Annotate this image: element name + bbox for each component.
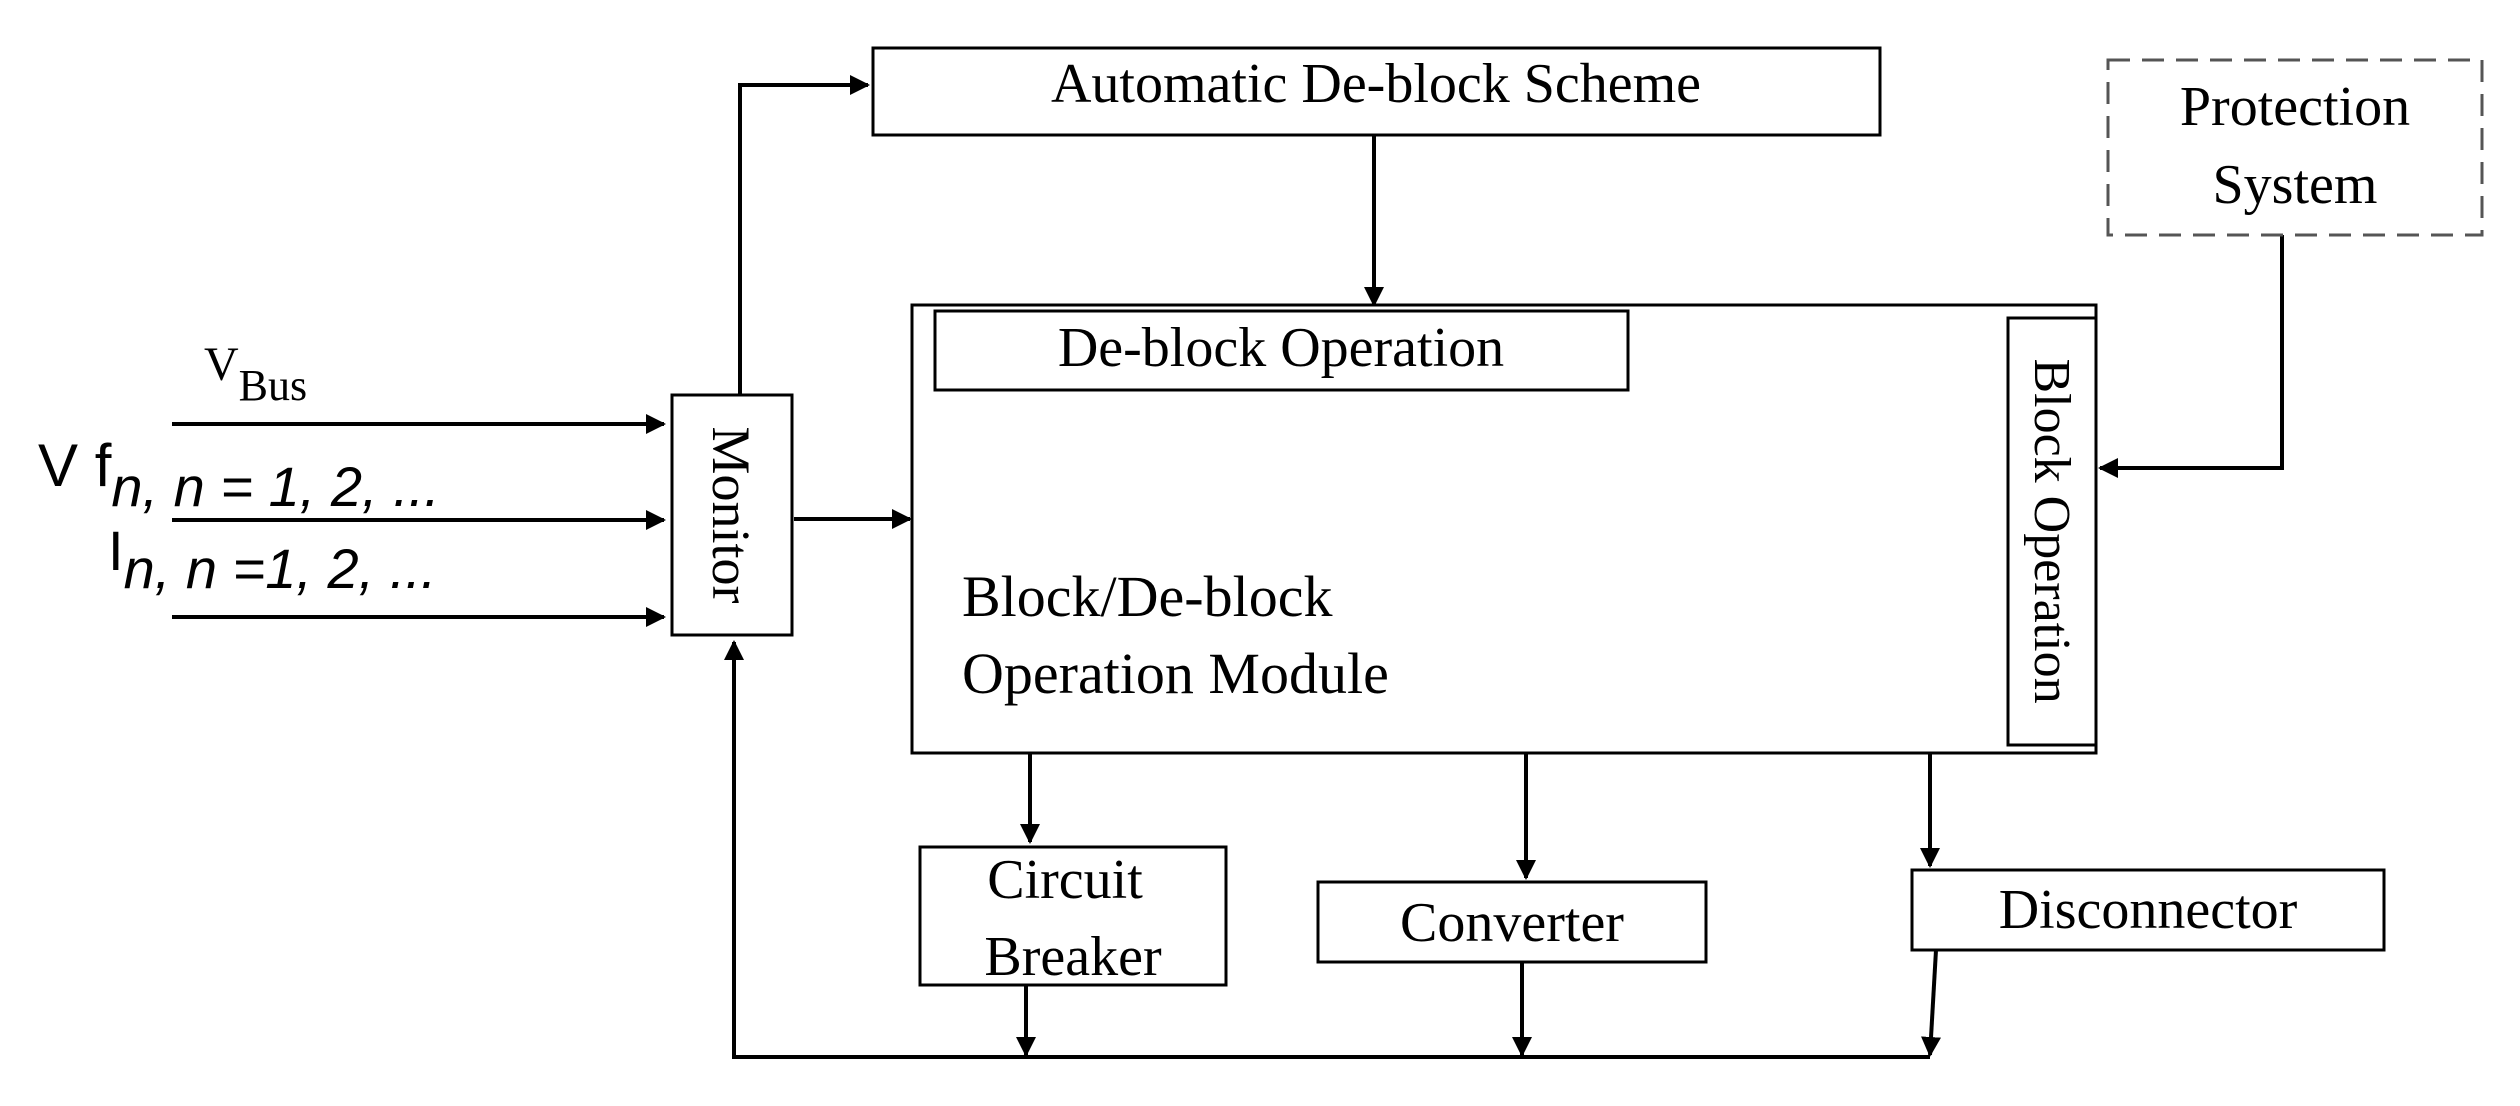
protection-system-block: Protection System [2106,58,2484,237]
circuit-breaker-block: Circuit Breaker [918,845,1228,988]
circuit-breaker-label-line2: Breaker [984,926,1162,988]
input-labels: VBus V fn, n = 1, 2, ... In, n =1, 2, ..… [38,338,440,600]
monitor-to-auto-deblock-arrow [738,75,870,395]
disconnector-label: Disconnector [1999,879,2298,941]
vbus-label: VBus [204,338,307,410]
disconnector-to-bus-arrow [1921,949,1942,1057]
automatic-deblock-scheme-block: Automatic De-block Scheme [871,46,1882,137]
current-suffix: n, n =1, 2, ... [124,537,437,600]
vf-label: V fn, n = 1, 2, ... [38,432,440,518]
current-prefix: I [108,519,124,582]
block-operation-box [2006,316,2098,747]
disconnector-block: Disconnector [1910,868,2386,952]
feedback-to-monitor-arrow [724,640,1930,1059]
module-label-line2: Operation Module [962,641,1389,706]
converter-block: Converter [1316,880,1708,964]
circuit-breaker-label-line1: Circuit [987,849,1143,911]
vbus-main: V [204,338,239,391]
monitor-block: Monitor [670,393,794,637]
connections [172,75,2284,1059]
module-label-line1: Block/De-block [962,564,1332,629]
operation-module-block: De-block Operation Block Operation Block… [910,303,2098,755]
monitor-label: Monitor [701,426,761,603]
deblock-operation-box [933,309,1630,392]
protection-system-label-line2: System [2213,154,2378,216]
protection-system-label-line1: Protection [2180,76,2410,138]
current-label: In, n =1, 2, ... [108,519,436,600]
protection-to-block-operation-arrow [2098,235,2284,478]
vf-suffix: n, n = 1, 2, ... [111,455,439,518]
vbus-subscript: Bus [239,361,307,410]
block-operation-label: Block Operation [2023,358,2080,703]
vf-prefix: V f [38,432,112,499]
automatic-deblock-scheme-label: Automatic De-block Scheme [1051,53,1701,115]
deblock-operation-label: De-block Operation [1058,317,1504,379]
converter-label: Converter [1400,892,1624,954]
